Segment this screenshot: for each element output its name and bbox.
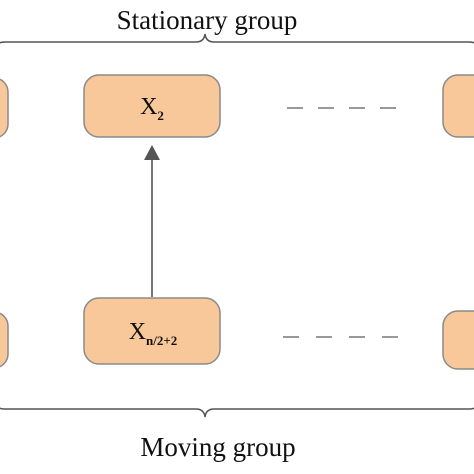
stationary-node-x2 bbox=[83, 74, 221, 138]
moving-group-brace bbox=[0, 407, 474, 418]
moving-group-title: Moving group bbox=[140, 432, 295, 462]
stationary-group-title: Stationary group bbox=[117, 5, 298, 35]
stationary-node-x2-subscript: 2 bbox=[157, 108, 164, 123]
moving-node-xn-subscript: n/2+2 bbox=[146, 333, 177, 348]
moving-node-right-partial bbox=[442, 310, 474, 370]
moving-node-xn-label: Xn/2+2 bbox=[129, 319, 178, 348]
moving-node-xn bbox=[83, 297, 221, 365]
moving-node-xn-base: X bbox=[129, 319, 146, 345]
stationary-node-right-partial bbox=[442, 74, 474, 138]
stationary-node-left-partial bbox=[0, 78, 9, 138]
stationary-group-brace bbox=[0, 33, 474, 44]
moving-node-left-partial bbox=[0, 312, 9, 368]
stationary-node-x2-label: X2 bbox=[140, 94, 164, 123]
connection-arrow bbox=[144, 145, 160, 297]
stationary-node-x2-base: X bbox=[140, 94, 157, 120]
arrow-head-icon bbox=[144, 145, 160, 160]
